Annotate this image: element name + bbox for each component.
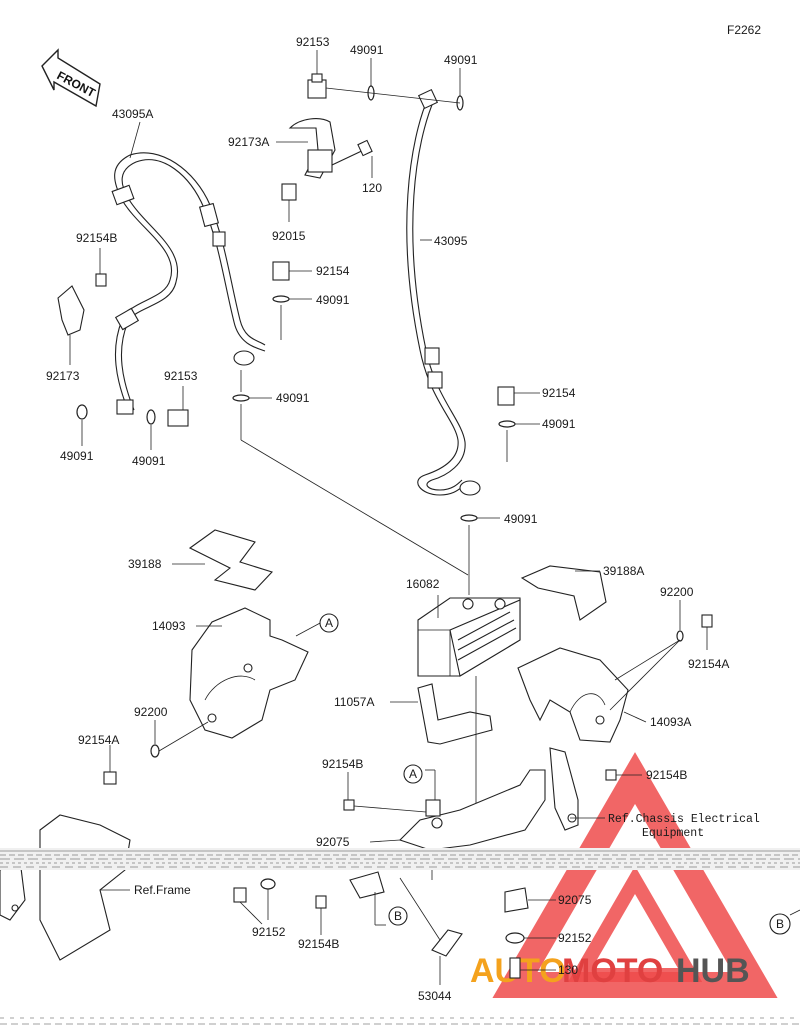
label-92200-left: 92200 [134, 705, 168, 719]
label-92153-left: 92153 [164, 369, 198, 383]
label-16082: 16082 [406, 577, 440, 591]
bracket-piece-lower [349, 871, 385, 899]
svg-text:B: B [776, 917, 784, 931]
label-43095: 43095 [434, 234, 468, 248]
label-92200-right: 92200 [660, 585, 694, 599]
lower-mount-bracket [398, 747, 579, 851]
label-39188A: 39188A [603, 564, 644, 578]
label-39188: 39188 [128, 557, 162, 571]
label-92153-top: 92153 [296, 35, 330, 49]
gasket-49091-right1 [498, 420, 516, 428]
gasket-49091-left2 [146, 409, 156, 425]
bolt-92154B-left [95, 273, 107, 287]
pad-39188 [188, 529, 274, 591]
label-ref-chassis-line2: Equipment [642, 827, 704, 840]
label-92154B-mid: 92154B [322, 757, 363, 771]
watermark-moto: MOTO [562, 952, 663, 990]
label-92152-right: 92152 [558, 931, 592, 945]
marker-a-lower: A [403, 764, 423, 784]
label-ref-frame: Ref.Frame [134, 883, 191, 897]
gasket-49091-right2 [460, 514, 478, 522]
part-labels: 92153 49091 49091 43095A 92173A 120 9201… [46, 35, 760, 1003]
bracket-11057A [417, 676, 493, 810]
brake-hose-43095 [406, 88, 481, 496]
washer-92200-left [150, 744, 160, 758]
label-92154B-right: 92154B [646, 768, 687, 782]
label-14093A: 14093A [650, 715, 691, 729]
label-92075-left: 92075 [316, 835, 350, 849]
gasket-49091-left1 [76, 404, 88, 420]
cover-14093 [189, 607, 309, 739]
hose-clamp-92173A [288, 118, 336, 179]
grommet-92075-right [504, 887, 529, 913]
marker-b-right: B [769, 913, 791, 935]
label-49091-right2: 49091 [504, 512, 538, 526]
collar-92015 [281, 183, 297, 201]
automotohub-watermark-logo: AUTO MOTO HUB [470, 752, 778, 998]
collar-92152-right [505, 932, 525, 944]
label-92154A-left: 92154A [78, 733, 119, 747]
label-53044: 53044 [418, 989, 452, 1003]
bolt-130 [509, 957, 521, 979]
banjo-bolt-92153-top [307, 73, 327, 99]
label-92154A-right: 92154A [688, 657, 729, 671]
label-49091-right1: 49091 [542, 417, 576, 431]
diagram-code: F2262 [727, 23, 761, 37]
bolt-92154B-bottom [315, 895, 327, 909]
label-92015: 92015 [272, 229, 306, 243]
label-49091-top1: 49091 [350, 43, 384, 57]
label-43095A: 43095A [112, 107, 153, 121]
label-49091-mid1: 49091 [316, 293, 350, 307]
clip-53044 [431, 929, 463, 957]
marker-b-lower: B [388, 906, 408, 926]
bolt-92152-left [233, 887, 247, 903]
label-49091-left1: 49091 [60, 449, 94, 463]
label-92154B-left: 92154B [76, 231, 117, 245]
pad-39188A [520, 565, 607, 621]
scan-noise-band [0, 848, 800, 1025]
banjo-bolt-92154-mid [272, 261, 290, 281]
label-11057A: 11057A [334, 695, 374, 709]
front-direction-arrow: FRONT [41, 48, 101, 108]
label-49091-mid2: 49091 [276, 391, 310, 405]
cover-14093A [517, 647, 629, 743]
label-92173: 92173 [46, 369, 80, 383]
bolt-92154B-mid [343, 799, 355, 811]
gasket-49091-mid1 [272, 295, 290, 303]
label-130: 130 [558, 963, 578, 977]
marker-a-upper: A [319, 613, 339, 633]
label-92154-mid: 92154 [316, 264, 350, 278]
label-ref-chassis-line1: Ref.Chassis Electrical [608, 813, 760, 826]
label-92154-right: 92154 [542, 386, 576, 400]
bolt-92154B-right [605, 769, 617, 781]
hose-clamp-92173 [57, 285, 85, 336]
leader-lines [69, 50, 800, 985]
washer-92200-right [676, 630, 684, 642]
svg-text:A: A [409, 767, 417, 781]
svg-text:A: A [325, 616, 333, 630]
label-49091-left2: 49091 [132, 454, 166, 468]
label-92173A: 92173A [228, 135, 269, 149]
label-92154B-bottom: 92154B [298, 937, 339, 951]
bolt-92154A-right [701, 614, 713, 628]
svg-text:B: B [394, 909, 402, 923]
bolt-120-top [331, 139, 373, 166]
label-92152-left: 92152 [252, 925, 286, 939]
label-120-top: 120 [362, 181, 382, 195]
frame-reference-part [0, 814, 131, 961]
label-14093: 14093 [152, 619, 186, 633]
banjo-bolt-92153-left [167, 409, 189, 427]
abs-hydraulic-unit-16082 [417, 597, 521, 677]
brake-hose-43095A [111, 152, 266, 415]
banjo-bolt-92154-right [497, 386, 515, 406]
watermark-hub: HUB [676, 952, 750, 990]
label-49091-top2: 49091 [444, 53, 478, 67]
grommet-92075-left [260, 878, 276, 890]
gasket-49091-mid2 [232, 394, 250, 402]
label-92075-right: 92075 [558, 893, 592, 907]
bolt-92154A-left [103, 771, 117, 785]
